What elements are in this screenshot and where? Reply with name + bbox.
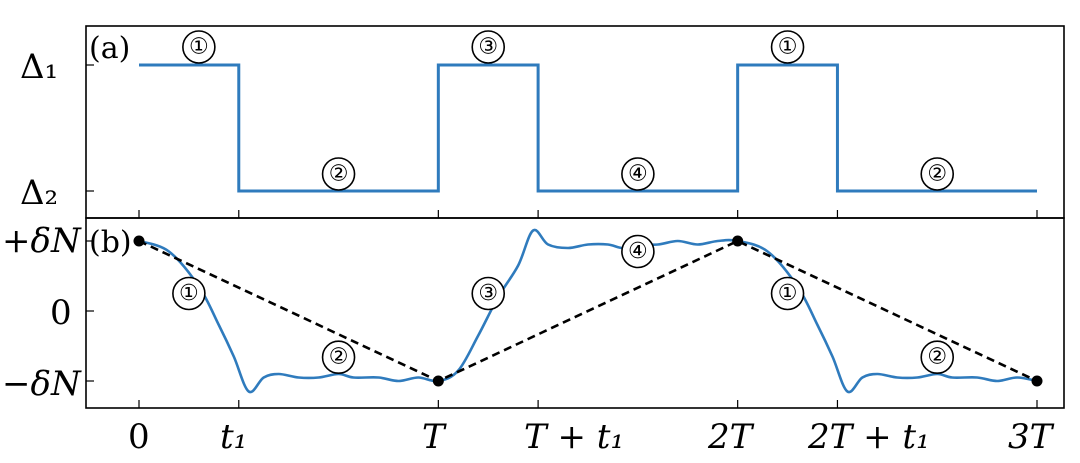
y-tick-label-delta2: Δ₂ xyxy=(20,173,58,213)
panel-b-marker-circle-0 xyxy=(172,276,206,311)
panel-a-marker-label-3: ④ xyxy=(628,162,648,187)
panel-b-marker-circle-1 xyxy=(321,340,356,375)
panel-b-point-2 xyxy=(732,235,744,247)
chart-marks: ① ② ③ ④ ① ② ① ② ③ ④ ① ② xyxy=(86,30,1043,408)
panel-b-point-0 xyxy=(133,235,145,247)
y-tick-label-zero: 0 xyxy=(50,293,72,333)
panel-a-marker-label-1: ② xyxy=(329,162,349,187)
x-tick-label-2T-plus-t1: 2T + t₁ xyxy=(807,417,930,457)
panel-b-point-1 xyxy=(432,375,444,387)
panel-b-marker-label-1: ② xyxy=(329,345,349,370)
panel-a-marker-circle-0 xyxy=(182,30,216,64)
panel-a-step-series xyxy=(139,63,1037,193)
panel-b-marker-circle-5 xyxy=(920,340,955,375)
panel-b-marker-label-2: ③ xyxy=(478,281,498,306)
panel-a-marker-circle-2 xyxy=(471,30,506,64)
panel-a-marker-label-5: ② xyxy=(927,162,947,187)
panel-b-marker-label-5: ② xyxy=(927,345,947,370)
panel-b-frame xyxy=(85,217,1065,409)
x-tick-label-2T: 2T xyxy=(707,417,755,457)
x-tick-label-T-plus-t1: T + t₁ xyxy=(524,417,624,457)
x-tick-label-0: 0 xyxy=(128,417,150,457)
panel-a-marker-label-4: ① xyxy=(778,35,798,60)
panel-b-dashed-series xyxy=(138,239,1038,383)
panel-b-oscillation-series xyxy=(138,228,1038,394)
panel-b-marker-label-0: ① xyxy=(179,281,199,306)
y-tick-label-minus-dn: −δN xyxy=(2,364,82,404)
panel-b-marker-circle-3 xyxy=(621,234,655,269)
panel-b-marker-label-3: ④ xyxy=(628,239,648,264)
panel-b-point-3 xyxy=(1031,375,1043,387)
x-tick-label-t1: t₁ xyxy=(220,417,247,457)
panel-a-marker-circle-1 xyxy=(321,157,356,191)
panel-a-label: (a) xyxy=(89,31,130,66)
panel-a-marker-label-2: ③ xyxy=(478,35,498,60)
x-tick-label-3T: 3T xyxy=(1008,417,1055,457)
panel-b-marker-circle-4 xyxy=(770,276,805,311)
panel-a-frame xyxy=(85,25,1065,219)
y-tick-label-delta1: Δ₁ xyxy=(20,47,58,87)
y-tick-label-plus-dn: +δN xyxy=(2,221,82,261)
panel-a-marker-circle-4 xyxy=(770,30,805,64)
panel-a-marker-label-0: ① xyxy=(189,35,209,60)
panel-a-marker-circle-3 xyxy=(621,157,655,191)
x-tick-label-T: T xyxy=(422,417,447,457)
panel-b-marker-label-4: ① xyxy=(778,281,798,306)
panel-b-marker-circle-2 xyxy=(471,276,506,311)
panel-a-marker-circle-5 xyxy=(920,157,955,191)
panel-b-label: (b) xyxy=(89,225,132,260)
